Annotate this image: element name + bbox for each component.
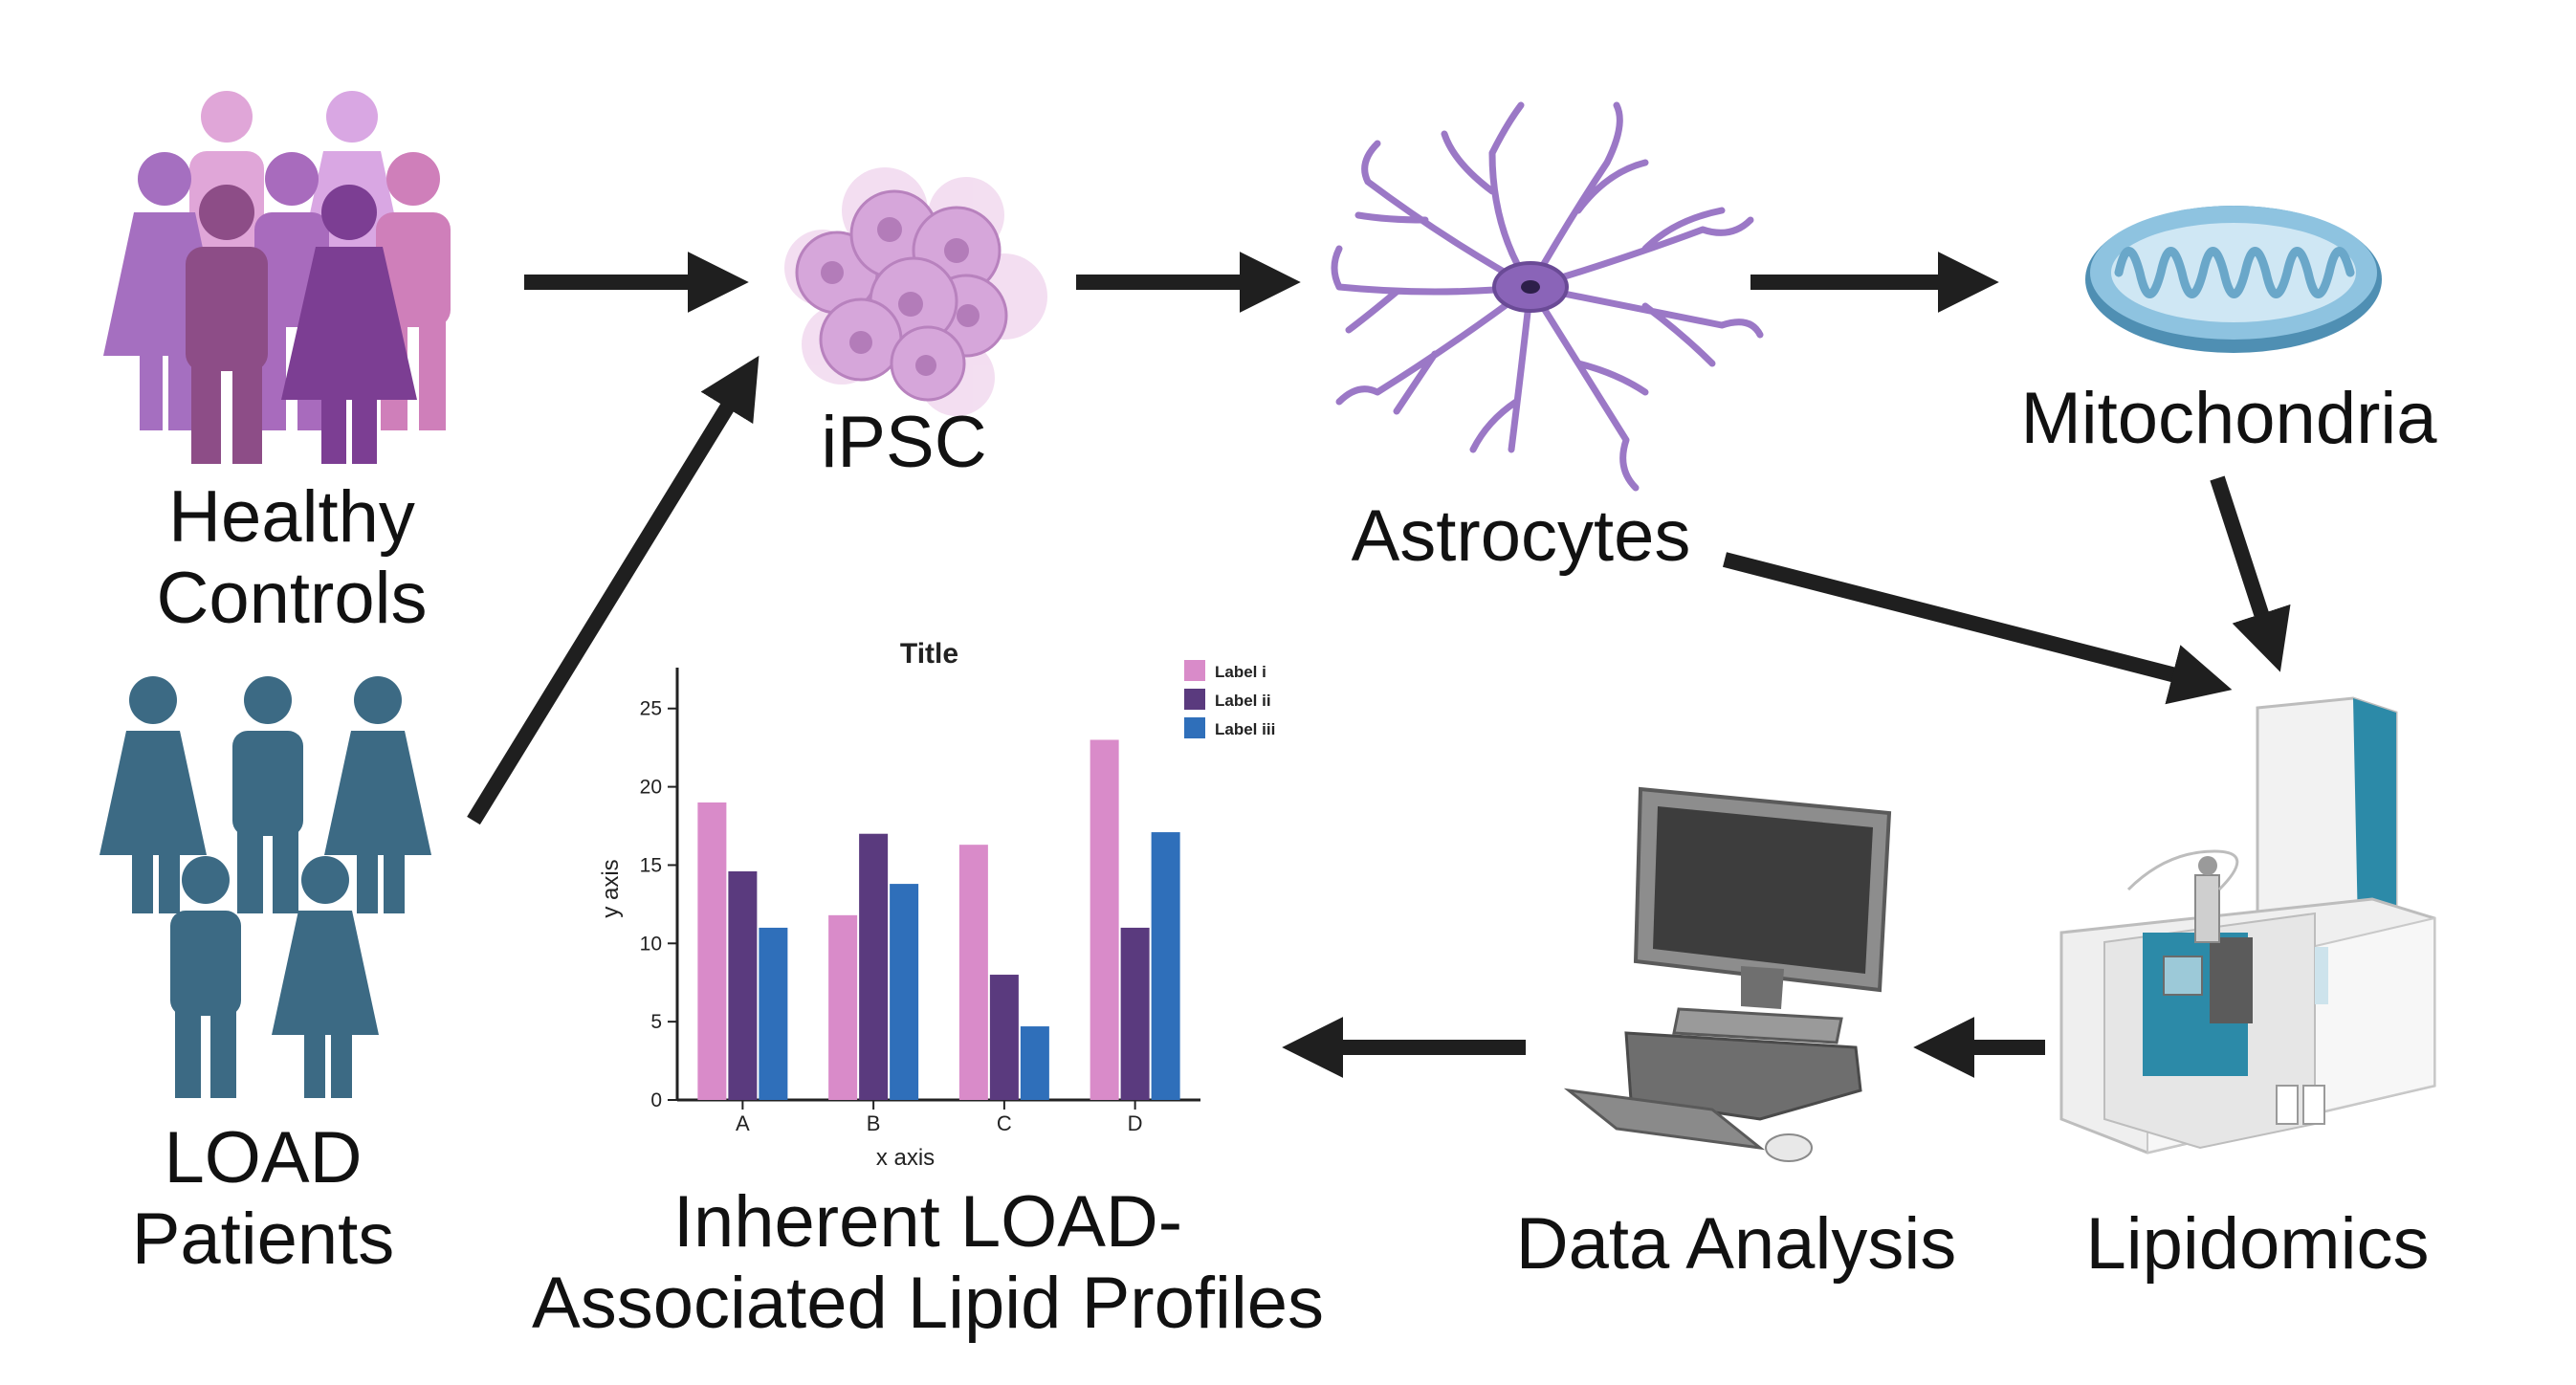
lipidomics-label: Lipidomics (2085, 1203, 2430, 1285)
bar-D-2 (1120, 927, 1150, 1100)
bar-A-2 (728, 870, 758, 1100)
ipsc-label: iPSC (821, 402, 987, 483)
x-tick-label: B (867, 1111, 881, 1135)
bar-D-3 (1151, 832, 1180, 1100)
load-patients-label: LOAD Patients (115, 1117, 411, 1280)
bar-A-3 (759, 927, 788, 1100)
legend-swatch-2 (1184, 689, 1205, 710)
ipsc-cell-cluster-icon (784, 167, 1047, 416)
legend-label-2: Label ii (1215, 692, 1271, 710)
legend-swatch-1 (1184, 660, 1205, 681)
bar-C-3 (1020, 1026, 1049, 1100)
healthy-controls-label: Healthy Controls (143, 476, 440, 639)
lipid-profile-bar-chart: 0 5 10 15 20 25A B C D Title x axis y axis Label i La… (598, 638, 1275, 1171)
x-tick-label: D (1128, 1111, 1143, 1135)
legend-label-1: Label i (1215, 663, 1266, 681)
lipid-profiles-line-1: Inherent LOAD- (672, 1181, 1183, 1263)
lipid-profiles-label: Inherent LOAD- Associated Lipid Profiles (497, 1181, 1358, 1344)
y-tick-label: 0 (650, 1089, 662, 1111)
data-analysis-label: Data Analysis (1515, 1203, 1957, 1285)
arrow-astrocytes-to-lipidomics (1723, 552, 2233, 705)
healthy-controls-icon (103, 91, 451, 464)
bar-A-1 (697, 802, 727, 1100)
mitochondria-icon (2085, 206, 2382, 353)
mitochondria-label: Mitochondria (2020, 378, 2437, 459)
y-tick-label: 25 (640, 698, 662, 720)
load-patients-icon (99, 676, 431, 1098)
legend-label-3: Label iii (1215, 720, 1275, 738)
x-tick-label: A (736, 1111, 750, 1135)
y-tick-label: 15 (640, 854, 662, 876)
x-axis-title: x axis (876, 1145, 935, 1171)
load-patients-line-1: LOAD (164, 1117, 363, 1198)
bar-D-1 (1090, 739, 1119, 1100)
load-patients-line-2: Patients (131, 1198, 395, 1281)
bar-C-1 (958, 845, 988, 1100)
computer-icon (1563, 786, 1892, 1162)
y-axis-title: y axis (598, 859, 624, 917)
mass-spectrometer-icon (2059, 696, 2436, 1154)
lipid-profiles-line-2: Associated Lipid Profiles (532, 1263, 1324, 1345)
arrow-mitochondria-to-lipidomics (2210, 475, 2291, 672)
bar-B-2 (859, 833, 889, 1100)
healthy-controls-line-1: Healthy (168, 476, 415, 558)
astrocyte-icon (1331, 101, 1764, 492)
bar-B-3 (890, 884, 919, 1100)
chart-title: Title (900, 638, 958, 670)
arrow-patients-to-ipsc (467, 355, 760, 825)
bar-B-1 (828, 914, 858, 1100)
bar-C-2 (989, 975, 1019, 1100)
astrocytes-label: Astrocytes (1351, 495, 1691, 577)
healthy-controls-line-2: Controls (156, 558, 428, 640)
legend-swatch-3 (1184, 717, 1205, 738)
y-tick-label: 10 (640, 933, 662, 955)
y-tick-label: 20 (640, 777, 662, 799)
y-tick-label: 5 (650, 1011, 662, 1033)
flow-arrows (467, 252, 2291, 1078)
x-tick-label: C (997, 1111, 1012, 1135)
